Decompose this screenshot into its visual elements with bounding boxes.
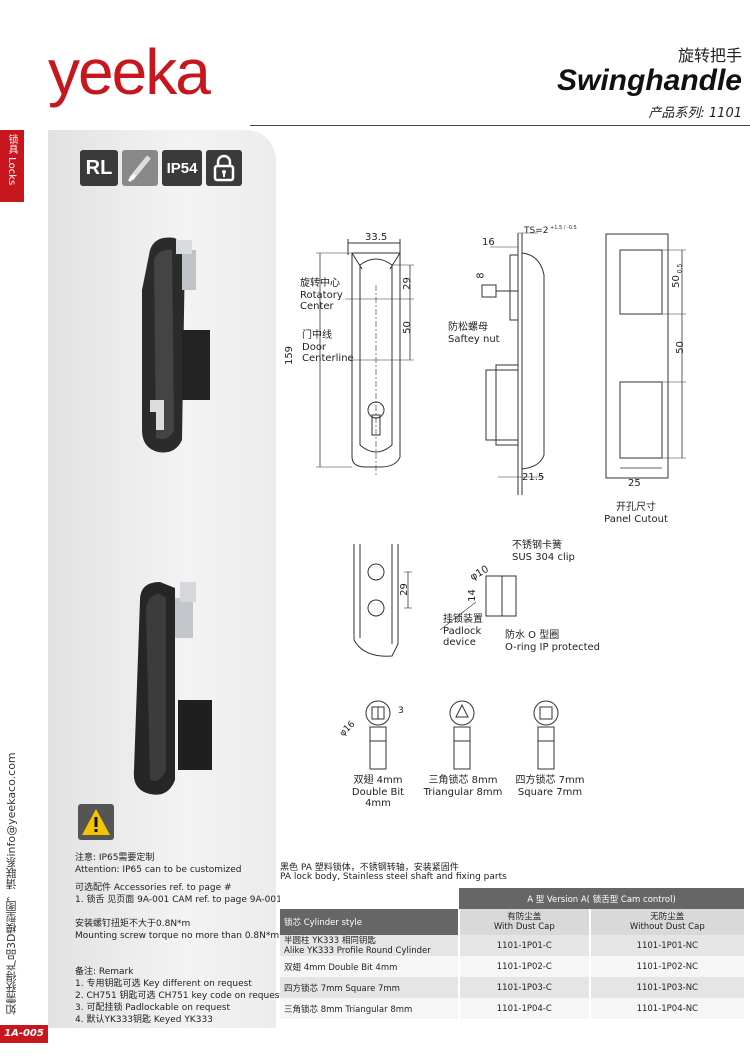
table-row: 四方锁芯 7mm Square 7mm 1101-1P03-C 1101-1P0… <box>280 977 744 998</box>
table-row: 三角锁芯 8mm Triangular 8mm 1101-1P04-C 1101… <box>280 998 744 1019</box>
dim-159: 159 <box>284 345 296 366</box>
dim-width: 33.5 <box>365 232 388 243</box>
padlock-device-en1: Padlock <box>443 626 482 637</box>
version-header: A 型 Version A( 锁舌型 Cam control) <box>459 888 744 909</box>
rotation-center-cn: 旋转中心 <box>300 278 340 289</box>
remark-item-3: 3. 可配挂锁 Padlockable on request <box>75 1003 230 1013</box>
attention-note-en: Attention: IP65 can to be customized <box>75 865 242 875</box>
dim-cutout-gap: 50 <box>674 341 686 354</box>
cylinder-square-en: Square 7mm <box>517 787 583 798</box>
part-number-without-cap: 1101-1P04-NC <box>589 998 744 1019</box>
dim-thickness-tolerance: +1.5 / -0.5 <box>550 225 577 231</box>
cylinder-double-bit-cn: 双翅 4mm <box>353 775 403 786</box>
torque-note-cn: 安装螺钉扭矩不大于0.8N*m <box>75 919 191 929</box>
table-caption-cn: 黑色 PA 塑料锁体，不锈钢转轴，安装紧固件 <box>280 863 459 873</box>
dim-14: 14 <box>466 589 478 602</box>
brand-logo: yeeka <box>48 36 211 108</box>
cylinder-triangular-en: Triangular 8mm <box>423 787 503 798</box>
row-style-cn: 四方锁芯 7mm Square 7mm <box>280 977 460 998</box>
part-number-without-cap: 1101-1P03-NC <box>589 977 744 998</box>
dim-29: 29 <box>401 277 413 290</box>
door-centerline-cn: 门中线 <box>302 330 332 341</box>
attention-note-cn: 注意: IP65需要定制 <box>75 853 155 863</box>
part-number-without-cap: 1101-1P02-NC <box>589 956 744 977</box>
front-view-drawing <box>316 239 414 475</box>
part-number-with-cap: 1101-1P01-C <box>459 935 591 956</box>
dim-29-detail: 29 <box>398 583 410 596</box>
remark-item-2: 2. CH751 钥匙可选 CH751 key code on request <box>75 991 283 1001</box>
ip-rating-badge: IP54 <box>162 150 202 186</box>
page-title-cn: 旋转把手 <box>677 46 742 65</box>
dim-thickness: TS=2 <box>524 226 549 236</box>
part-number-with-cap: 1101-1P04-C <box>459 998 591 1019</box>
part-number-with-cap: 1101-1P02-C <box>459 956 591 977</box>
accessories-item-1: 1. 锁舌 见页面 9A-001 CAM ref. to page 9A-001 <box>75 895 282 905</box>
row-style-cn: 半圆柱 YK333 相同钥匙 <box>284 935 376 946</box>
without-dust-cap-header: 无防尘盖 Without Dust Cap <box>589 909 744 935</box>
door-centerline-en1: Door <box>302 342 327 353</box>
panel-cutout-en: Panel Cutout <box>604 514 668 525</box>
sus-clip-en: SUS 304 clip <box>512 552 575 563</box>
dim-cutout-height: 50 <box>670 275 682 288</box>
sus-clip-cn: 不锈钢卡簧 <box>512 540 562 551</box>
padlock-device-cn: 挂锁装置 <box>443 614 483 625</box>
panel-cutout-cn: 开孔尺寸 <box>616 502 656 513</box>
part-number-with-cap: 1101-1P03-C <box>459 977 591 998</box>
side-view-drawing <box>481 232 545 495</box>
part-number-without-cap: 1101-1P01-NC <box>589 935 744 956</box>
dim-cutout-width: 25 <box>628 478 641 489</box>
dim-21-5: 21.5 <box>522 472 545 483</box>
cylinder-double-bit-en: Double Bit 4mm <box>351 787 405 809</box>
remark-item-1: 1. 专用钥匙可选 Key different on request <box>75 979 252 989</box>
without-dust-cap-cn: 无防尘盖 <box>650 912 685 922</box>
page-title: Swinghandle <box>556 64 742 97</box>
rotation-center-en1: Rotatory <box>300 290 343 301</box>
cylinder-options-drawing <box>365 700 559 770</box>
door-centerline-en2: Centerline <box>302 353 354 364</box>
with-dust-cap-en: With Dust Cap <box>493 922 555 932</box>
padlock-device-en2: device <box>443 637 476 648</box>
category-tab: 锁具 Locks <box>0 130 24 202</box>
cylinder-square-cn: 四方锁芯 7mm <box>515 775 585 786</box>
with-dust-cap-cn: 有防尘盖 <box>507 912 542 922</box>
dim-cutout-tolerance: 0.5 <box>676 263 684 274</box>
accessories-title: 可选配件 Accessories ref. to page # <box>75 883 232 893</box>
table-caption-en: PA lock body, Stainless steel shaft and … <box>280 872 507 882</box>
page-number: 1A-005 <box>0 1025 48 1043</box>
key-icon <box>122 150 158 186</box>
product-series: 产品系列: 1101 <box>648 106 742 121</box>
product-image-open <box>133 582 212 795</box>
rotation-center-en2: Center <box>300 301 334 312</box>
dim-50: 50 <box>401 321 413 334</box>
ordering-table: A 型 Version A( 锁舌型 Cam control) 锁芯 Cylin… <box>280 888 744 1019</box>
without-dust-cap-en: Without Dust Cap <box>629 922 705 932</box>
rl-badge: RL <box>80 150 118 186</box>
cylinder-triangular-cn: 三角锁芯 8mm <box>428 775 498 786</box>
lock-icon <box>206 150 242 186</box>
product-image-closed <box>142 237 210 453</box>
panel-cutout-drawing <box>605 233 686 479</box>
o-ring-en: O-ring IP protected <box>505 642 601 653</box>
table-row: 双翅 4mm Double Bit 4mm 1101-1P02-C 1101-1… <box>280 956 744 977</box>
safety-nut-en: Saftey nut <box>448 334 500 345</box>
o-ring-cn: 防水 O 型圈 <box>505 630 560 641</box>
dim-8: 8 <box>475 272 487 279</box>
dim-3: 3 <box>398 706 404 716</box>
remark-title: 备注: Remark <box>75 967 134 977</box>
category-tab-label: 锁具 Locks <box>6 134 17 186</box>
header-divider <box>250 125 750 126</box>
row-style-en: Alike YK333 Profile Round Cylinder <box>284 945 431 956</box>
remark-item-4: 4. 默认YK333钥匙 Keyed YK333 <box>75 1015 213 1025</box>
with-dust-cap-header: 有防尘盖 With Dust Cap <box>459 909 591 935</box>
padlock-detail-drawing <box>353 544 517 657</box>
safety-nut-cn: 防松螺母 <box>448 322 488 333</box>
cylinder-style-header: 锁芯 Cylinder style <box>280 909 460 935</box>
row-style-cn: 双翅 4mm Double Bit 4mm <box>280 956 460 977</box>
torque-note-en: Mounting screw torque no more than 0.8N*… <box>75 931 280 941</box>
row-style-cn: 三角锁芯 8mm Triangular 8mm <box>280 998 460 1019</box>
side-contact-text: 如需获得产品3D模型图，请联系info@yeekaco.com <box>5 752 18 1015</box>
warning-icon <box>78 804 114 840</box>
dim-16: 16 <box>482 237 495 248</box>
